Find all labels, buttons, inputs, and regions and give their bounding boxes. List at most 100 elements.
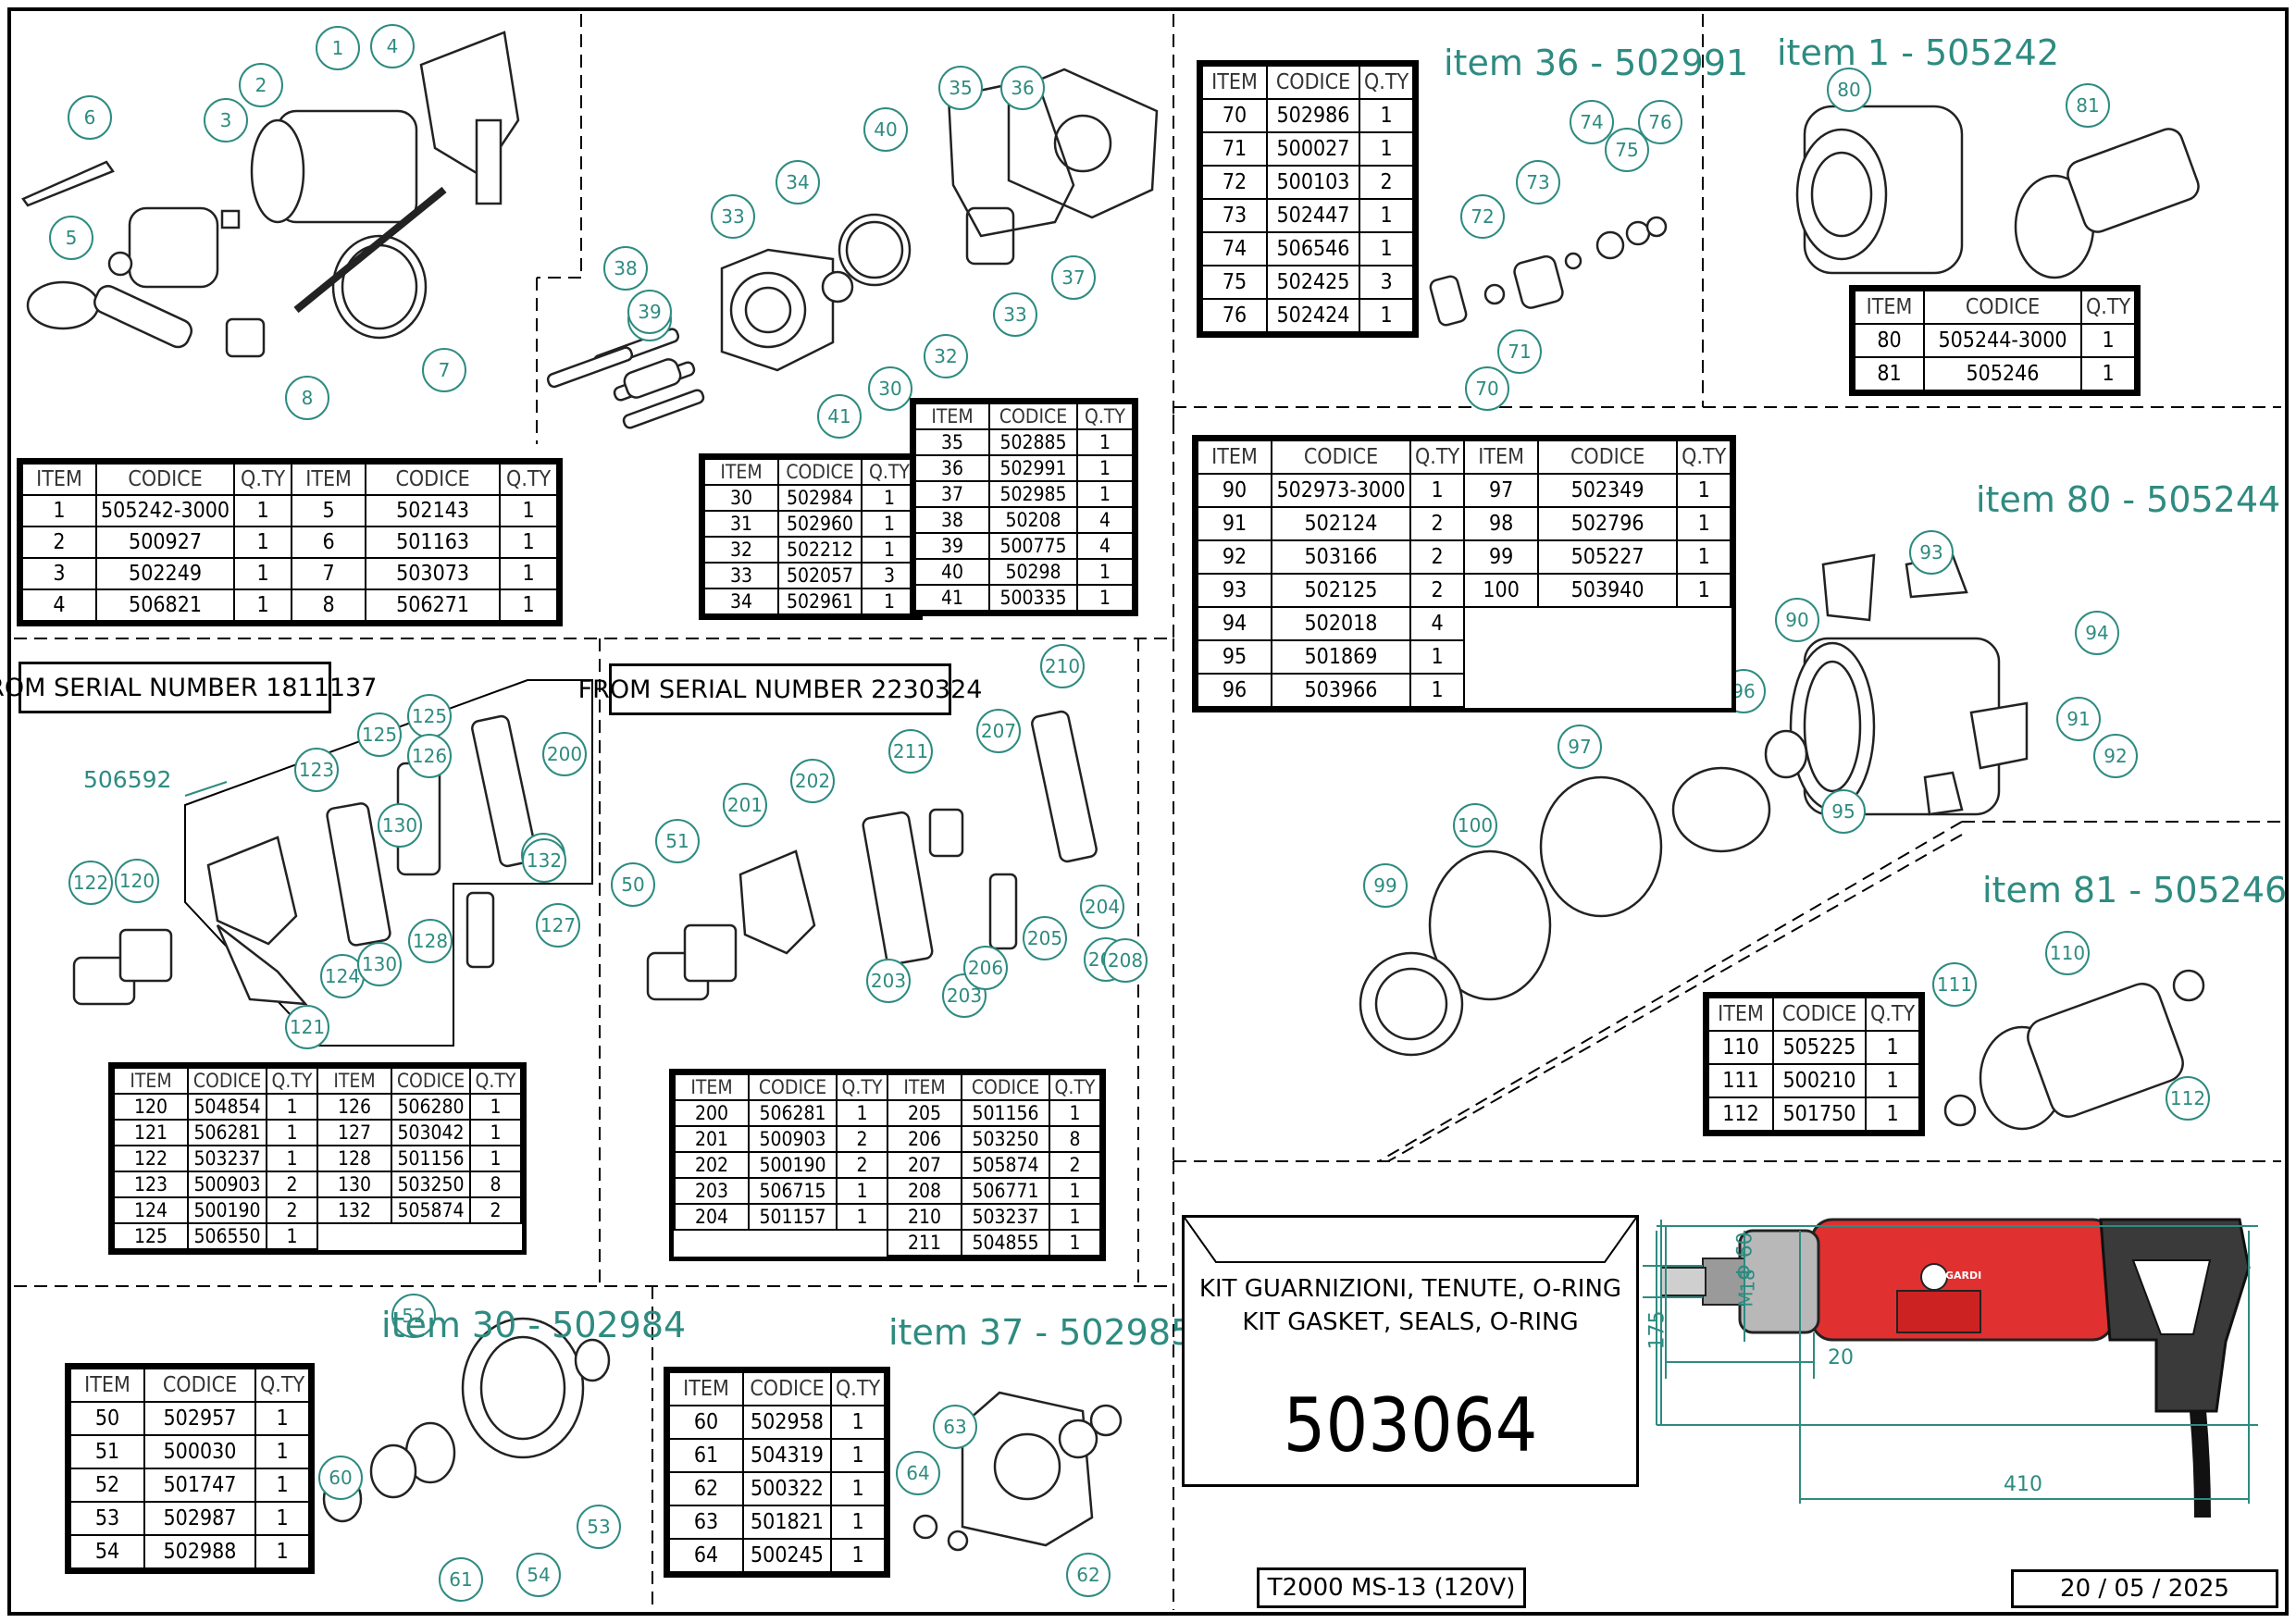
cell-item: 80 [1854,323,1925,358]
col-code: CODICE [1537,440,1679,475]
callout-211: 211 [888,729,933,774]
cell-qty: 1 [1076,558,1134,586]
cell-item: 50 [69,1401,145,1436]
cell-item: 71 [1201,131,1268,167]
callout-93: 93 [1909,530,1954,575]
cell-code: 500775 [988,532,1078,560]
col-code: CODICE [748,1073,838,1101]
cell-code: 50298 [988,558,1078,586]
cell-qty: 1 [266,1119,318,1146]
cell-item: 120 [113,1093,189,1121]
cell-qty: 1 [266,1093,318,1121]
cell-qty: 2 [836,1125,888,1153]
callout-50: 50 [611,862,655,907]
cell-code: 500190 [187,1196,267,1224]
cell-code: 501747 [143,1468,256,1503]
cell-code: 506281 [748,1099,838,1127]
callout-62: 62 [1066,1553,1111,1597]
callout-74: 74 [1570,100,1614,144]
cell-item: 7 [291,557,367,590]
col-item: ITEM [668,1371,744,1406]
cell-qty: 1 [233,494,293,527]
callout-61: 61 [439,1557,483,1602]
col-code: CODICE [143,1368,256,1403]
cell-qty: 1 [829,1471,887,1506]
cell-item: 96 [1197,673,1272,708]
col-qty: Q.TY [1358,65,1415,100]
drill-overview [1643,1218,2258,1518]
cell-item: 72 [1201,165,1268,200]
callout-36: 36 [1000,66,1045,110]
cell-item: 90 [1197,473,1272,508]
cell-qty: 3 [861,562,918,589]
callout-54: 54 [516,1553,561,1597]
callout-126: 126 [407,734,452,778]
cell-item [675,1230,749,1256]
callout-73: 73 [1516,160,1560,204]
callout-208: 208 [1103,938,1148,983]
cell-item: 206 [887,1125,962,1153]
callout-201: 201 [723,783,767,827]
callout-122: 122 [68,861,113,905]
cell-qty: 1 [2079,356,2137,391]
col-item: ITEM [21,463,97,496]
callout-120: 120 [115,859,159,903]
cell-code: 502988 [143,1534,256,1569]
callout-81: 81 [2066,83,2110,128]
cell-item: 40 [914,558,990,586]
cell-code: 502960 [777,510,863,538]
cell-item: 76 [1201,298,1268,333]
callout-52: 52 [391,1294,436,1338]
cell-code: 506550 [187,1222,267,1250]
cell-code: 502447 [1266,198,1360,233]
cell-code: 502424 [1266,298,1360,333]
cell-code: 501821 [742,1505,832,1540]
col-item: ITEM [316,1067,392,1095]
cell-code: 506271 [365,588,502,622]
serial-note-left: FROM SERIAL NUMBER 1811137 [0,662,377,713]
callout-64: 64 [896,1451,940,1495]
cell-item: 3 [21,557,97,590]
cell-code: 506771 [961,1177,1050,1205]
cell-qty: 1 [1358,131,1415,167]
cell-item: 203 [674,1177,750,1205]
cell-code: 502961 [777,588,863,615]
cell-code: 506821 [94,588,236,622]
cell-item: 54 [69,1534,145,1569]
callout-128: 128 [408,919,453,963]
cell-item: 38 [914,506,990,534]
col-code: CODICE [1271,440,1411,475]
callout-91: 91 [2056,697,2101,741]
cell-code: 505225 [1772,1030,1867,1065]
cell-code: 502018 [1271,606,1411,641]
callout-51: 51 [655,819,700,863]
cell-code: 502057 [777,562,863,589]
callout-207: 207 [976,709,1021,753]
cell-item: 124 [113,1196,189,1224]
col-item: ITEM [113,1067,189,1095]
cell-qty: 1 [829,1405,887,1440]
cell-item: 74 [1201,231,1268,266]
cell-code [749,1230,837,1256]
cell-qty: 1 [1049,1099,1101,1127]
cell-code: 503166 [1271,539,1411,575]
col-item: ITEM [69,1368,145,1403]
